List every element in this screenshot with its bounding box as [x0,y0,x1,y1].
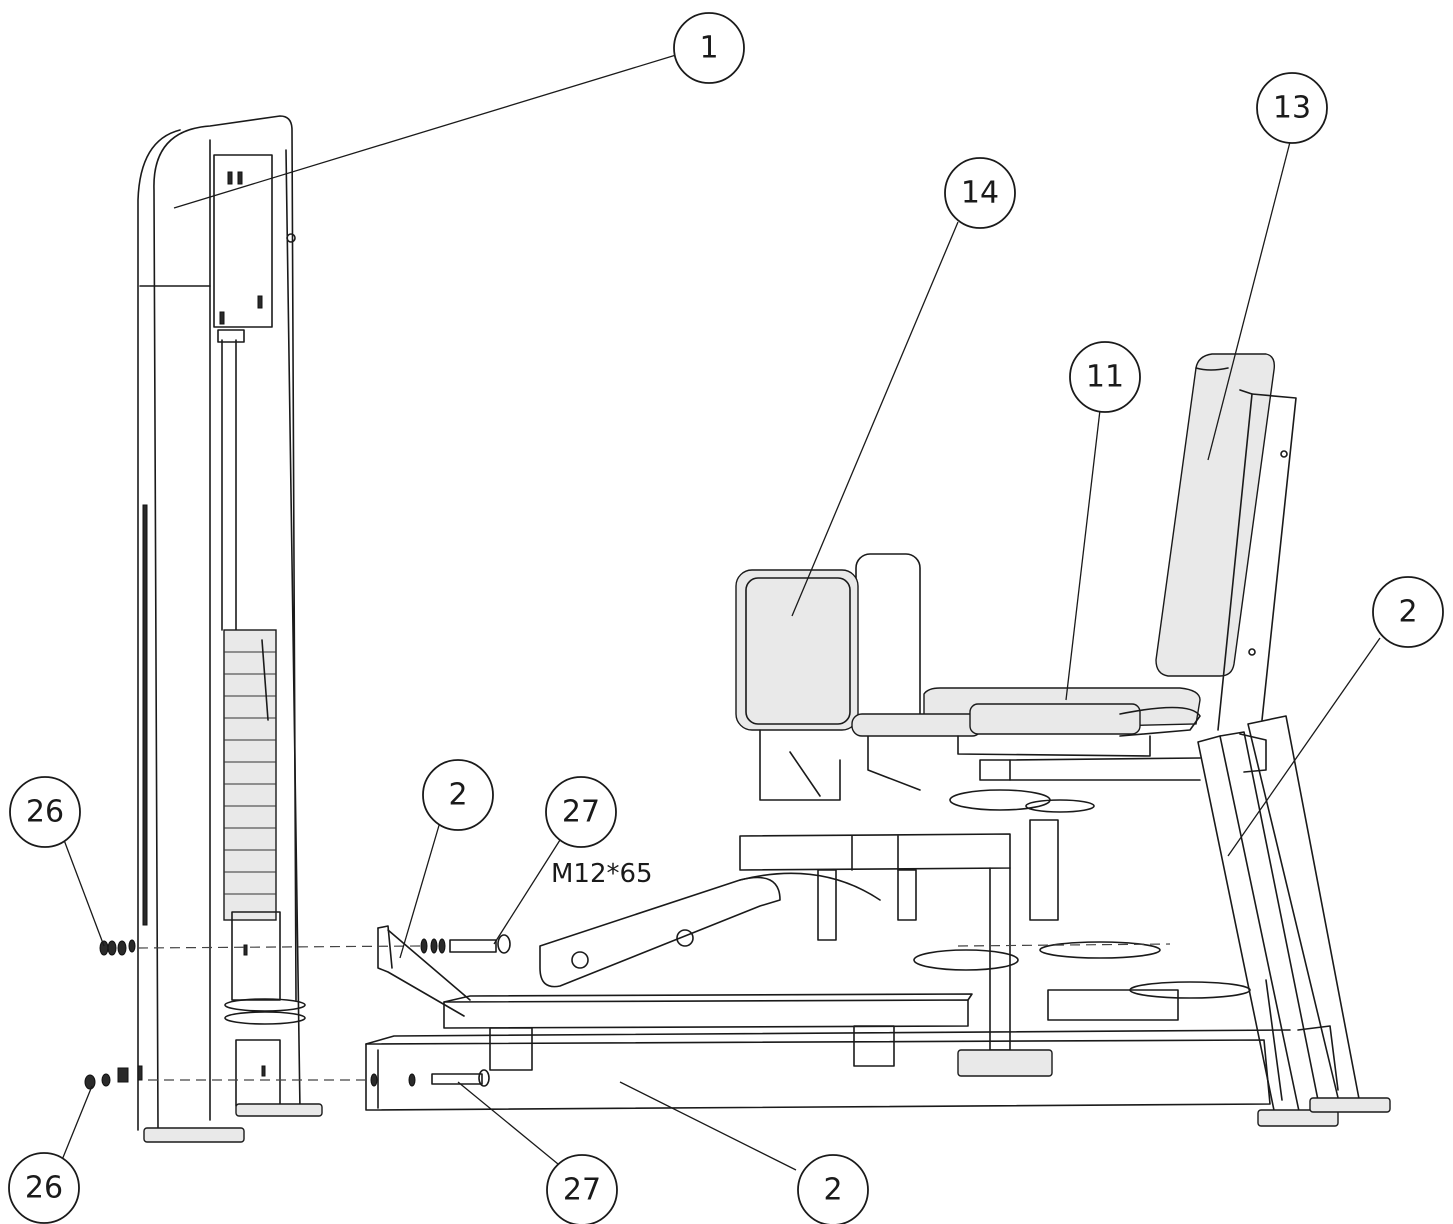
seat-subframe [443,789,1251,1077]
leader-lines [61,54,1381,1171]
weight-plates [223,629,277,921]
callout-26-lower: 26 [8,1152,80,1224]
callout-1: 1 [673,12,745,84]
rear-leg-frame [1197,715,1391,1127]
svg-text:27: 27 [563,1173,601,1208]
nut-set-upper [99,939,136,956]
svg-text:2: 2 [1398,595,1417,630]
callout-2-front-bracket: 2 [422,759,494,831]
callout-27-upper: 27 [545,776,617,848]
svg-text:13: 13 [1273,91,1311,126]
fasteners [84,934,1171,1090]
svg-text:2: 2 [448,778,467,813]
callout-2-rear-leg: 2 [1372,576,1444,648]
svg-text:1: 1 [699,31,718,66]
back-pad [1155,353,1297,731]
callout-14: 14 [944,157,1016,229]
svg-text:26: 26 [26,795,64,830]
bolt-lower [370,1069,490,1087]
seat-assembly [851,687,1201,781]
svg-text:2: 2 [823,1173,842,1208]
bolt-upper [420,934,511,954]
base-rail [365,1029,1291,1111]
fastener-spec-note: M12*65 [551,859,653,889]
callout-27-lower: 27 [546,1154,618,1224]
nut-set-lower [84,1065,143,1090]
callout-13: 13 [1256,72,1328,144]
svg-text:27: 27 [562,795,600,830]
svg-text:14: 14 [961,176,999,211]
svg-text:26: 26 [25,1171,63,1206]
thigh-pads [735,553,921,801]
front-base-bracket [377,925,471,1017]
svg-text:11: 11 [1086,360,1124,395]
callout-26-upper: 26 [9,776,81,848]
callout-11: 11 [1069,341,1141,413]
callout-2-base-rail: 2 [797,1154,869,1224]
weight-stack-tower [137,115,323,1143]
